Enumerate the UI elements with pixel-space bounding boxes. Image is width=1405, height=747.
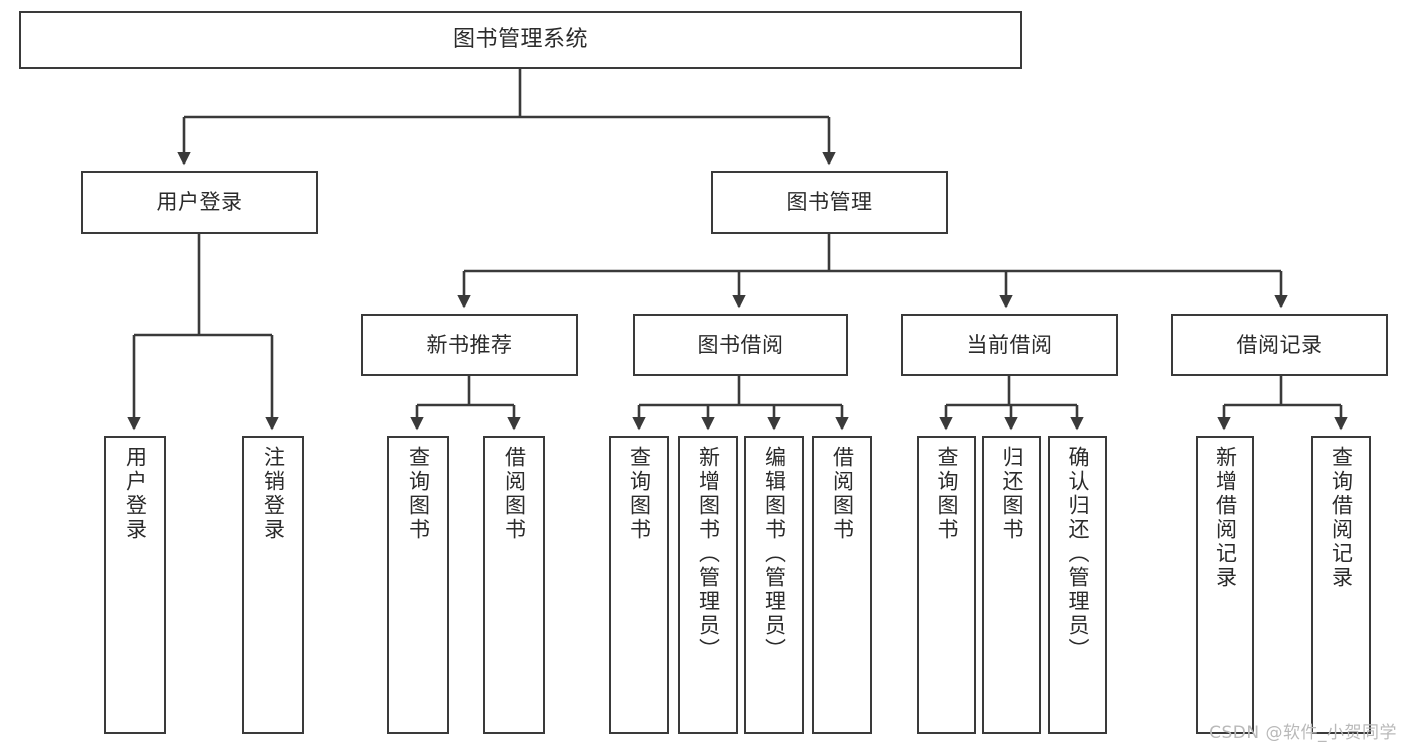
node-leaf-add-record[interactable]: 新增借阅记录	[1196, 436, 1254, 734]
node-label: 用户登录	[156, 190, 243, 215]
node-label: 图书管理系统	[452, 27, 588, 53]
node-label: 查询图书	[935, 446, 959, 542]
node-current-borrow[interactable]: 当前借阅	[901, 314, 1118, 376]
node-label: 编辑图书（管理员）	[762, 446, 787, 662]
node-leaf-confirm-return[interactable]: 确认归还（管理员）	[1048, 436, 1107, 734]
node-leaf-query-book-2[interactable]: 查询图书	[609, 436, 669, 734]
node-borrow-record[interactable]: 借阅记录	[1171, 314, 1388, 376]
node-leaf-user-logout[interactable]: 注销登录	[242, 436, 304, 734]
node-leaf-edit-book[interactable]: 编辑图书（管理员）	[744, 436, 804, 734]
node-book-borrow[interactable]: 图书借阅	[633, 314, 848, 376]
node-label: 新增借阅记录	[1213, 446, 1238, 590]
node-label: 图书管理	[786, 190, 873, 215]
node-label: 借阅图书	[502, 446, 527, 542]
node-label: 归还图书	[1000, 446, 1024, 542]
node-leaf-user-login[interactable]: 用户登录	[104, 436, 166, 734]
node-leaf-borrow-book-1[interactable]: 借阅图书	[483, 436, 545, 734]
node-label: 用户登录	[123, 446, 148, 542]
node-label: 查询图书	[627, 446, 652, 542]
watermark-text: CSDN @软件_小贺同学	[1209, 723, 1397, 743]
node-book-manage[interactable]: 图书管理	[711, 171, 948, 234]
node-leaf-add-book[interactable]: 新增图书（管理员）	[678, 436, 738, 734]
node-label: 借阅图书	[830, 446, 855, 542]
node-leaf-borrow-book-2[interactable]: 借阅图书	[812, 436, 872, 734]
node-leaf-query-record[interactable]: 查询借阅记录	[1311, 436, 1371, 734]
node-label: 注销登录	[261, 446, 286, 542]
node-leaf-query-book-3[interactable]: 查询图书	[917, 436, 976, 734]
node-leaf-query-book-1[interactable]: 查询图书	[387, 436, 449, 734]
node-root-system[interactable]: 图书管理系统	[19, 11, 1022, 69]
node-label: 当前借阅	[966, 332, 1053, 357]
node-leaf-return-book[interactable]: 归还图书	[982, 436, 1041, 734]
node-label: 查询借阅记录	[1329, 446, 1354, 590]
node-user-login[interactable]: 用户登录	[81, 171, 318, 234]
node-label: 确认归还（管理员）	[1066, 446, 1090, 662]
node-new-book-rec[interactable]: 新书推荐	[361, 314, 578, 376]
node-label: 新增图书（管理员）	[696, 446, 721, 662]
node-label: 查询图书	[406, 446, 431, 542]
node-label: 新书推荐	[426, 332, 513, 357]
node-label: 图书借阅	[697, 332, 784, 357]
node-label: 借阅记录	[1236, 332, 1323, 357]
